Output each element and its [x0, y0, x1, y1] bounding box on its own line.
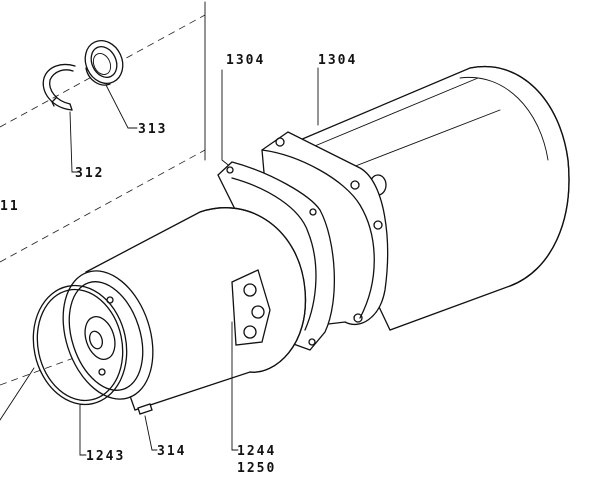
label-11: 11	[0, 199, 20, 214]
terminal-block	[231, 269, 271, 346]
label-1304-gasket: 1304	[226, 53, 265, 68]
label-1243: 1243	[86, 449, 125, 464]
callout-leaders-lower	[0, 321, 239, 456]
label-312: 312	[75, 166, 104, 181]
stator-cylinder	[62, 207, 307, 411]
oil-seal-313	[84, 40, 124, 86]
label-1244: 1244	[237, 444, 276, 459]
o-ring-1243	[32, 284, 128, 406]
key-314	[137, 403, 153, 415]
label-313: 313	[138, 122, 167, 137]
label-1304-housing: 1304	[318, 53, 357, 68]
snap-ring-312	[42, 63, 76, 111]
label-314: 314	[157, 444, 186, 459]
label-1250: 1250	[237, 461, 276, 476]
assembly-boundary-lines	[0, 1, 206, 263]
